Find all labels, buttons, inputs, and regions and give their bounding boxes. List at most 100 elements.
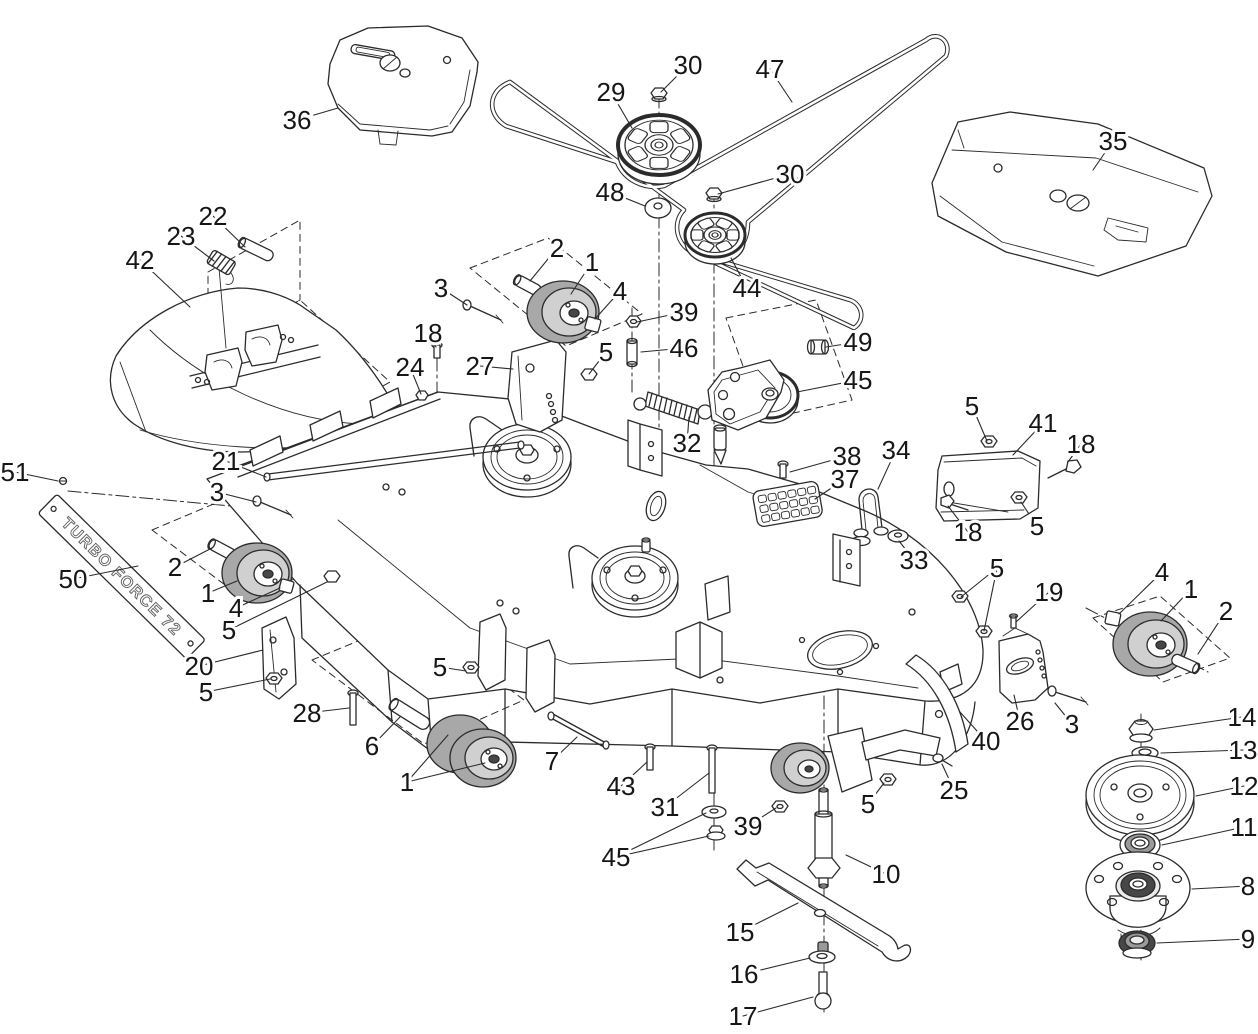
leader-line-50 [72,565,139,580]
callout-5-18: 5 [599,337,613,367]
spindle-housing-8 [1085,851,1191,947]
bracket-20 [261,616,297,700]
leader-line-32 [686,416,690,444]
nut-24 [415,390,429,401]
washer-33 [887,529,909,543]
leader-line-5 [205,678,271,693]
bolt-31 [706,744,718,794]
callout-6-45: 6 [365,731,379,761]
callout-35-4: 35 [1099,126,1128,156]
leader-line-8 [1191,885,1249,890]
callout-50-37: 50 [59,564,88,594]
callout-8-70: 8 [1241,871,1255,901]
deck-front-caster [770,727,953,794]
leader-line-24 [409,366,422,395]
callout-9-71: 9 [1241,924,1255,954]
deck-rear-plate [832,533,861,587]
callout-4-39: 4 [229,593,243,623]
screw-51 [58,476,68,486]
leader-line-13 [1160,749,1244,754]
leader-line-30 [660,64,689,93]
spindle-shaft-10 [807,787,841,889]
leader-line-43 [620,761,648,787]
leader-line-25 [941,763,955,791]
leader-line-28 [306,707,350,714]
leader-line-11 [1161,826,1245,846]
callout-39-19: 39 [670,297,699,327]
leader-line-27 [479,365,514,370]
callout-27-17: 27 [466,351,495,381]
callout-2-36: 2 [168,552,182,582]
callout-34-26: 34 [882,435,911,465]
callout-26-59: 26 [1006,706,1035,736]
callout-13-67: 13 [1229,735,1258,765]
leader-line-5 [588,351,607,375]
belt-cover-36 [327,25,479,146]
leader-line-47 [769,68,793,103]
leader-line-2 [529,247,558,282]
callout-23-9: 23 [167,221,196,251]
callout-11-69: 11 [1231,812,1258,842]
leader-line-5 [960,567,998,598]
callout-3-13: 3 [434,273,448,303]
leader-line-31 [664,772,710,808]
callout-45-22: 45 [844,365,873,395]
leader-line-39 [636,311,685,323]
callout-32-23: 32 [673,428,702,458]
leader-line-5 [867,782,885,805]
bearing-9 [1118,930,1156,959]
callout-22-8: 22 [199,201,228,231]
callout-10-52: 10 [872,859,901,889]
callout-17-55: 17 [729,1001,758,1031]
nut-5-right-a [951,590,969,603]
bolt-3-left [252,495,294,519]
deck-studs [382,483,916,684]
callout-1-46: 1 [400,767,414,797]
bracket-41 [935,450,1041,522]
bolt-3-right [1047,685,1089,706]
callout-38-24: 38 [833,441,862,471]
washer-48 [644,197,672,219]
callout-15-53: 15 [726,917,755,947]
caster-top [462,274,602,381]
leader-line-5 [1020,501,1038,527]
leader-line-22 [212,215,246,248]
idler-pulley-29 [616,113,702,185]
leader-line-3 [440,287,468,306]
flange-nut-30-mid [705,187,723,203]
idler-arm-45 [707,359,800,465]
callout-25-57: 25 [940,775,969,805]
leader-line-29 [610,91,633,129]
idler-pulley-44 [683,211,747,265]
leader-line-45 [615,812,707,858]
bracket-26 [998,627,1049,704]
leader-line-4 [235,587,281,609]
leader-line-33 [898,540,915,561]
leader-line-6 [371,716,401,747]
bolt-38 [777,460,789,479]
leader-line-20 [198,649,264,667]
caster-left [207,538,341,604]
callout-leader-lines [14,64,1249,1017]
washer-45a [701,805,727,819]
deck-shell [206,387,984,766]
callout-37-25: 37 [831,464,860,494]
caster-right [1047,610,1201,706]
leader-line-1 [1160,588,1192,622]
leader-line-17 [742,996,814,1017]
leader-line-18 [947,505,969,533]
callout-4-63: 4 [1155,557,1169,587]
callout-41-28: 41 [1029,408,1058,438]
leader-line-2 [174,548,211,568]
callout-1-12: 1 [585,247,599,277]
latch-rod-22 [237,236,274,262]
leader-line-26 [1013,694,1021,722]
spindle-pulley-12 [1085,754,1195,844]
nut-5-bracket-top [980,435,998,448]
callout-29-1: 29 [597,77,626,107]
leader-line-2 [1197,610,1227,655]
deck-cover-35 [931,111,1213,277]
callout-16-54: 16 [730,959,759,989]
